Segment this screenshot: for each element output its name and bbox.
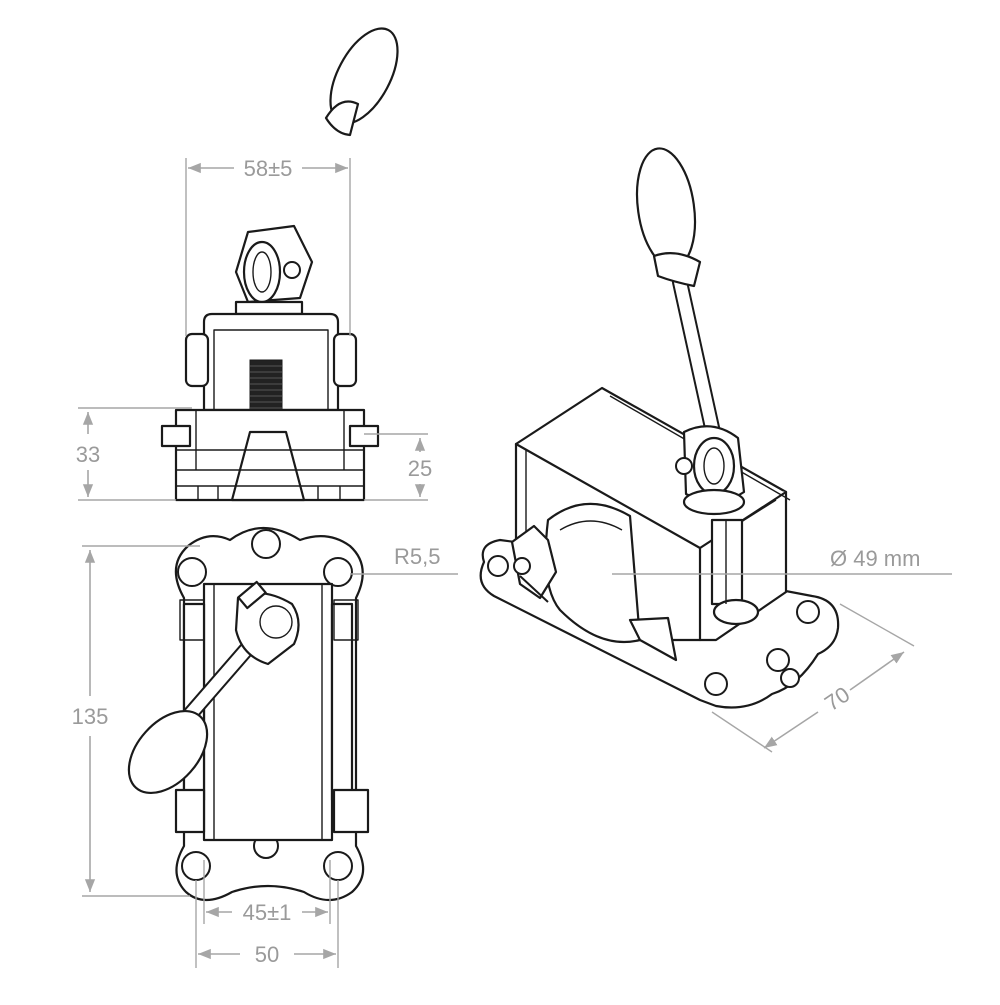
dim-hole-spacing-label: 45±1 bbox=[243, 900, 292, 925]
iso-screw bbox=[710, 518, 760, 626]
front-base bbox=[160, 408, 380, 502]
dim-hole-spacing: 45±1 bbox=[203, 860, 331, 925]
front-pivot bbox=[234, 224, 314, 316]
dim-height-total: 33 bbox=[76, 407, 192, 501]
iso-clamp-bore bbox=[544, 502, 678, 662]
dim-height-base-label: 25 bbox=[408, 456, 432, 481]
front-lever bbox=[277, 27, 399, 248]
top-lever bbox=[127, 580, 300, 795]
top-view bbox=[127, 527, 370, 902]
dim-width-diag-label: 70 bbox=[820, 682, 854, 716]
dim-length-label: 135 bbox=[72, 704, 109, 729]
dim-handle-width-label: 58±5 bbox=[244, 156, 293, 181]
iso-view bbox=[479, 147, 840, 709]
iso-clamp-bolt bbox=[510, 524, 558, 603]
iso-lever bbox=[635, 147, 746, 516]
dim-handle-width: 58±5 bbox=[185, 156, 351, 336]
dim-base-width-label: 50 bbox=[255, 942, 279, 967]
dim-bore: Ø 49 mm bbox=[612, 546, 952, 575]
dim-radius: R5,5 bbox=[350, 544, 458, 575]
dim-height-base: 25 bbox=[364, 433, 432, 501]
dim-radius-label: R5,5 bbox=[394, 544, 440, 569]
dim-bore-label: Ø 49 mm bbox=[830, 546, 920, 571]
dim-height-total-label: 33 bbox=[76, 442, 100, 467]
dim-base-width: 50 bbox=[195, 880, 339, 968]
front-view bbox=[160, 27, 399, 502]
dim-length: 135 bbox=[72, 545, 200, 897]
